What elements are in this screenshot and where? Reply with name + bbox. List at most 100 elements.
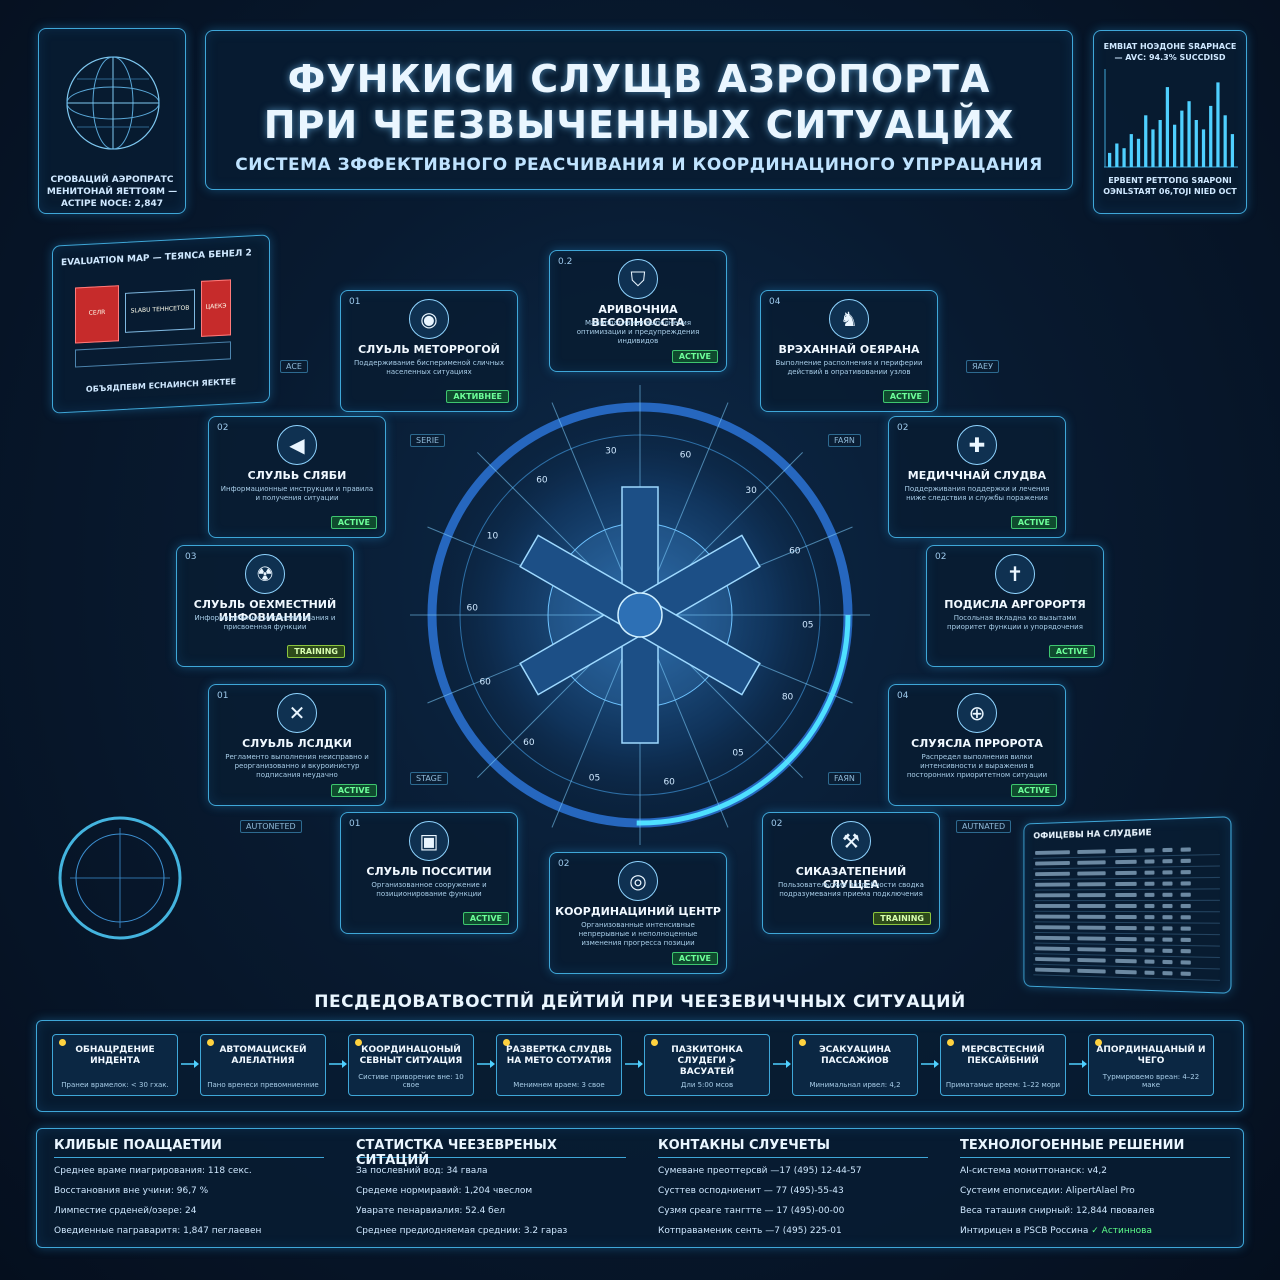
arrow-right-icon (329, 1060, 347, 1068)
bar (1115, 143, 1119, 167)
table-cell (1035, 893, 1070, 898)
step-time: Дли 5:00 мсов (680, 1081, 734, 1089)
status-badge: ACTIVE (671, 952, 718, 965)
dial-tick-label: 60 (466, 604, 478, 614)
arrow-right-icon (181, 1060, 199, 1068)
guard-icon: ♞ (829, 299, 869, 339)
table-cell (1077, 893, 1106, 898)
table-cell (1077, 925, 1106, 930)
service-name: СЛУЛЬЬ СЛЯБИ (247, 469, 347, 482)
table-row[interactable] (1033, 912, 1220, 924)
table-cell (1035, 914, 1070, 919)
sequence-step-5[interactable]: ПАЗКИТОНКА СЛУДЕГИ ➤ ВАСУАТЕЙ Дли 5:00 мс… (644, 1034, 770, 1096)
table-cell (1077, 914, 1106, 919)
table-cell (1144, 859, 1155, 864)
step-name: ЭСАКУАЦИНА ПАССАЖИОВ (819, 1045, 891, 1066)
service-description: Поддерживание бисперименой сличных насел… (354, 359, 504, 376)
service-description: Информационные интенсивнавания и присвое… (194, 614, 336, 631)
table-cell (1162, 870, 1173, 875)
table-cell (1035, 967, 1070, 973)
table-row[interactable] (1033, 890, 1220, 902)
table-cell (1144, 881, 1155, 886)
status-badge: TRAINING (873, 912, 931, 925)
page-title-line2: ПРИ ЧЕЕЗВЫЧЕННЫХ СИТУАЦЙХ (263, 103, 1015, 147)
bar (1136, 138, 1141, 167)
service-number: 02 (935, 552, 947, 562)
service-number: 01 (349, 297, 361, 307)
compass-star (519, 486, 761, 744)
table-row[interactable] (1033, 867, 1220, 880)
bar (1151, 129, 1155, 167)
table-row[interactable] (1033, 901, 1220, 913)
service-name: СЛУЬЛЬ ПОССИТИИ (366, 865, 492, 878)
stats-panel (36, 1128, 1244, 1248)
step-indicator-icon (355, 1039, 362, 1046)
map-room-left[interactable]: CEЛR (75, 285, 119, 344)
evaluation-map-panel[interactable]: EVALUATION MAP — TEЯNCA БЕНЕЛ 2 CEЛR SLA… (52, 234, 270, 414)
hazard-icon: ☢ (245, 554, 285, 594)
cross-icon: ✝ (995, 554, 1035, 594)
step-time: Менимнем враем: 3 свое (513, 1081, 605, 1089)
service-description: Организованные интенсивные непрерывные и… (578, 921, 698, 947)
stats-line: AI-система мониттонанск: v4,2 (960, 1166, 1107, 1176)
stats-line: За послевний вод: 34 гвала (356, 1166, 488, 1176)
header-panel: ФУНКИСИ СЛУЩВ АЗРОПОРТА ПРИ ЧЕЕЗВЫЧЕННЫХ… (205, 30, 1073, 190)
service-number: 04 (769, 297, 781, 307)
dial-tick-label: 60 (663, 777, 675, 787)
dial-tick-label: 05 (732, 748, 743, 758)
step-indicator-icon (503, 1039, 510, 1046)
table-row[interactable] (1033, 878, 1220, 891)
step-name: ПАЗКИТОНКА СЛУДЕГИ ➤ ВАСУАТЕЙ (671, 1045, 743, 1077)
service-number: 02 (771, 819, 783, 829)
table-cell (1077, 904, 1106, 908)
table-cell (1115, 892, 1137, 898)
table-cell (1035, 871, 1070, 877)
status-badge: ACTIVE (330, 784, 377, 797)
table-cell (1162, 959, 1173, 965)
service-name: СЛУЯСЛА ПРРОРОТА (911, 737, 1043, 750)
evaluation-map-footer: ОБЪЯДПЕВМ ЕСНАИНСН ЯЕКТЕЕ (85, 377, 237, 394)
table-cell (1115, 969, 1137, 975)
bar (1122, 148, 1126, 167)
map-room-center[interactable]: SLABU ТЕННСЕТОВ (125, 289, 195, 333)
table-cell (1180, 926, 1191, 931)
stats-heading: СТАТИСТКА ЧЕЕЗЕВРЕНЫХ СИТАЦИЙ (356, 1138, 626, 1168)
table-cell (1115, 870, 1137, 876)
table-cell (1144, 926, 1155, 931)
table-cell (1115, 958, 1137, 964)
table-cell (1115, 914, 1137, 920)
side-tag: FAЯN (828, 434, 861, 447)
service-description: Поддерживания поддержки и лечения ниже с… (904, 485, 1050, 502)
map-room-right[interactable]: ЦАЕКЭ (201, 279, 231, 337)
stats-line: Котправаменик сенть —7 (495) 225-01 (658, 1226, 842, 1236)
table-cell (1077, 860, 1106, 865)
bar (1216, 82, 1220, 167)
officers-on-duty-panel[interactable]: ОФИЦЕВЫ НА СЛУДБИЕ (1023, 816, 1232, 994)
arrow-right-icon (477, 1060, 495, 1068)
officers-title: ОФИЦЕВЫ НА СЛУДБИЕ (1033, 828, 1152, 842)
side-tag: ACE (280, 360, 308, 373)
table-cell (1077, 882, 1106, 887)
stats-line: Сустеим епописедии: AlipertAlael Pro (960, 1186, 1135, 1196)
